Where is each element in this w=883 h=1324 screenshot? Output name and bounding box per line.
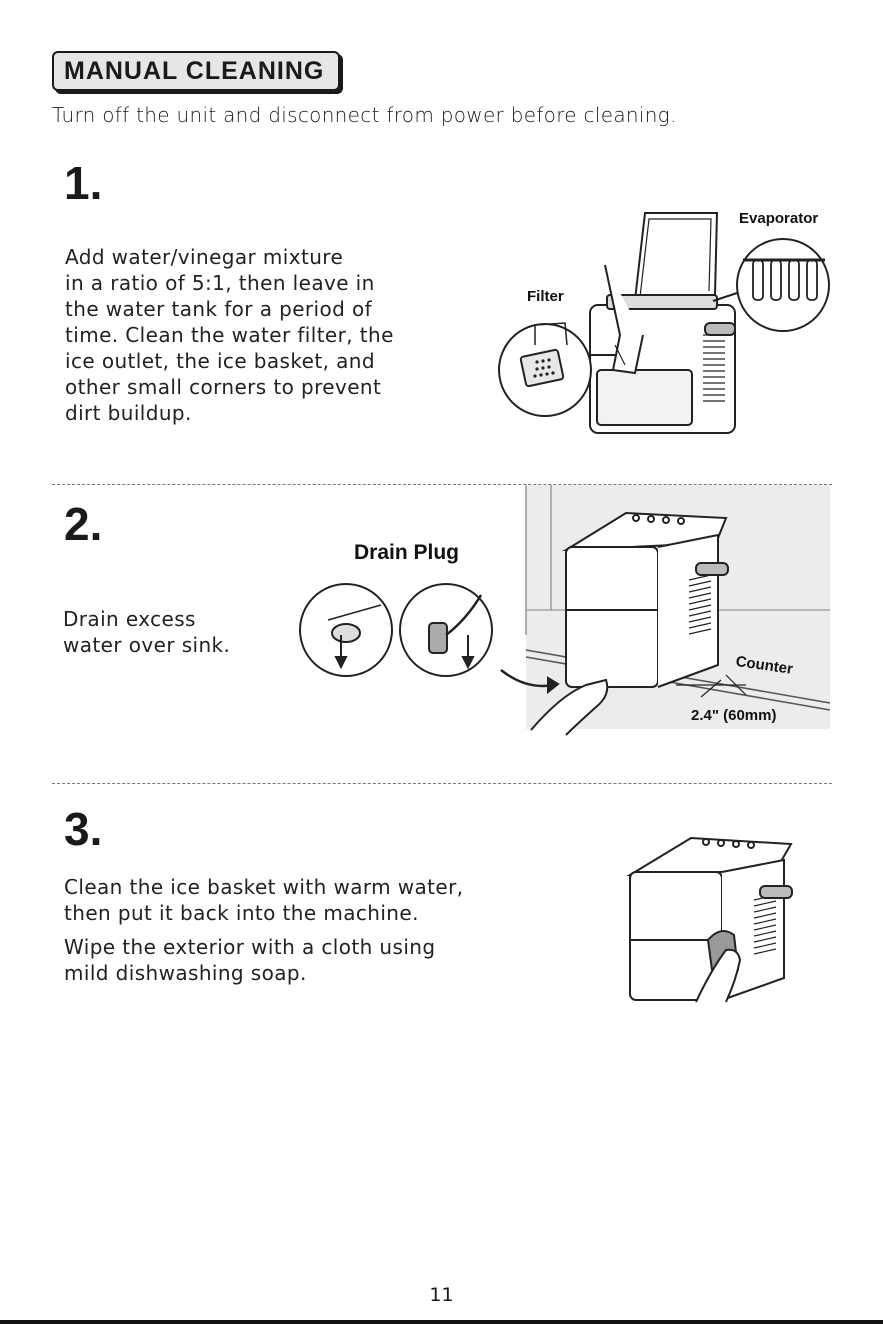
step-1-line: dirt buildup.: [65, 401, 192, 425]
step-2-line: Drain excess: [63, 607, 196, 631]
distance-label: 2.4" (60mm): [691, 707, 777, 724]
page-number: 11: [429, 1284, 454, 1306]
step-1-text: Add water/vinegar mixture in a ratio of …: [65, 244, 445, 426]
drain-plug-label: Drain Plug: [354, 541, 460, 564]
step-3-line: then put it back into the machine.: [64, 901, 419, 925]
ice-maker-wipe-illustration: [626, 836, 793, 1003]
step-1-line: time. Clean the water filter, the: [65, 323, 394, 347]
intro-text: Turn off the unit and disconnect from po…: [52, 103, 677, 127]
step-3-text: Clean the ice basket with warm water, th…: [64, 874, 534, 986]
step-1-line: in a ratio of 5:1, then leave in: [65, 271, 375, 295]
section-title: MANUAL CLEANING: [52, 51, 341, 91]
ice-maker-drain-illustration: [299, 485, 831, 736]
step-1-line: Add water/vinegar mixture: [65, 245, 344, 269]
step-3-number: 3.: [64, 803, 103, 855]
filter-label: Filter: [527, 288, 564, 305]
step-2-number: 2.: [64, 498, 103, 550]
step-3-line: mild dishwashing soap.: [64, 961, 307, 985]
step-2-text: Drain excess water over sink.: [63, 606, 283, 658]
evaporator-label: Evaporator: [739, 210, 819, 227]
step-3-line: Clean the ice basket with warm water,: [64, 875, 464, 899]
step-1-line: the water tank for a period of: [65, 297, 373, 321]
step-3-line: Wipe the exterior with a cloth using: [64, 935, 436, 959]
section-divider: [52, 783, 832, 784]
ice-maker-open-illustration: [498, 212, 830, 434]
step-1-number: 1.: [64, 157, 103, 209]
step-1-line: other small corners to prevent: [65, 375, 382, 399]
bottom-rule: [0, 1320, 883, 1324]
step-2-line: water over sink.: [63, 633, 231, 657]
section-divider: [52, 484, 832, 485]
step-1-line: ice outlet, the ice basket, and: [65, 349, 375, 373]
